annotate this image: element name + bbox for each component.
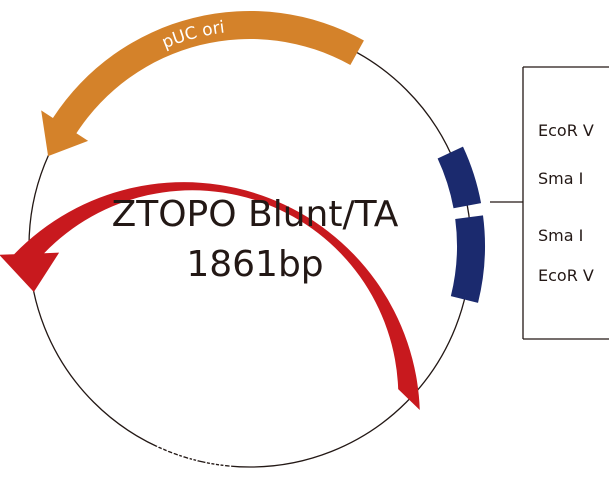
site-label: Sma I bbox=[538, 169, 583, 188]
site-label: EcoR V bbox=[538, 266, 594, 285]
plasmid-size: 1861bp bbox=[186, 244, 323, 285]
mcs-bracket bbox=[490, 66, 609, 340]
site-label: EcoR V bbox=[538, 121, 594, 140]
ampicillin-label: Ampicillin bbox=[150, 437, 233, 477]
plasmid-name: ZTOPO Blunt/TA bbox=[112, 194, 399, 235]
mcs-segment-2 bbox=[450, 215, 485, 303]
site-label: Sma I bbox=[538, 226, 583, 245]
mcs-segment-1 bbox=[437, 146, 482, 209]
pucori-arrow bbox=[41, 10, 364, 157]
